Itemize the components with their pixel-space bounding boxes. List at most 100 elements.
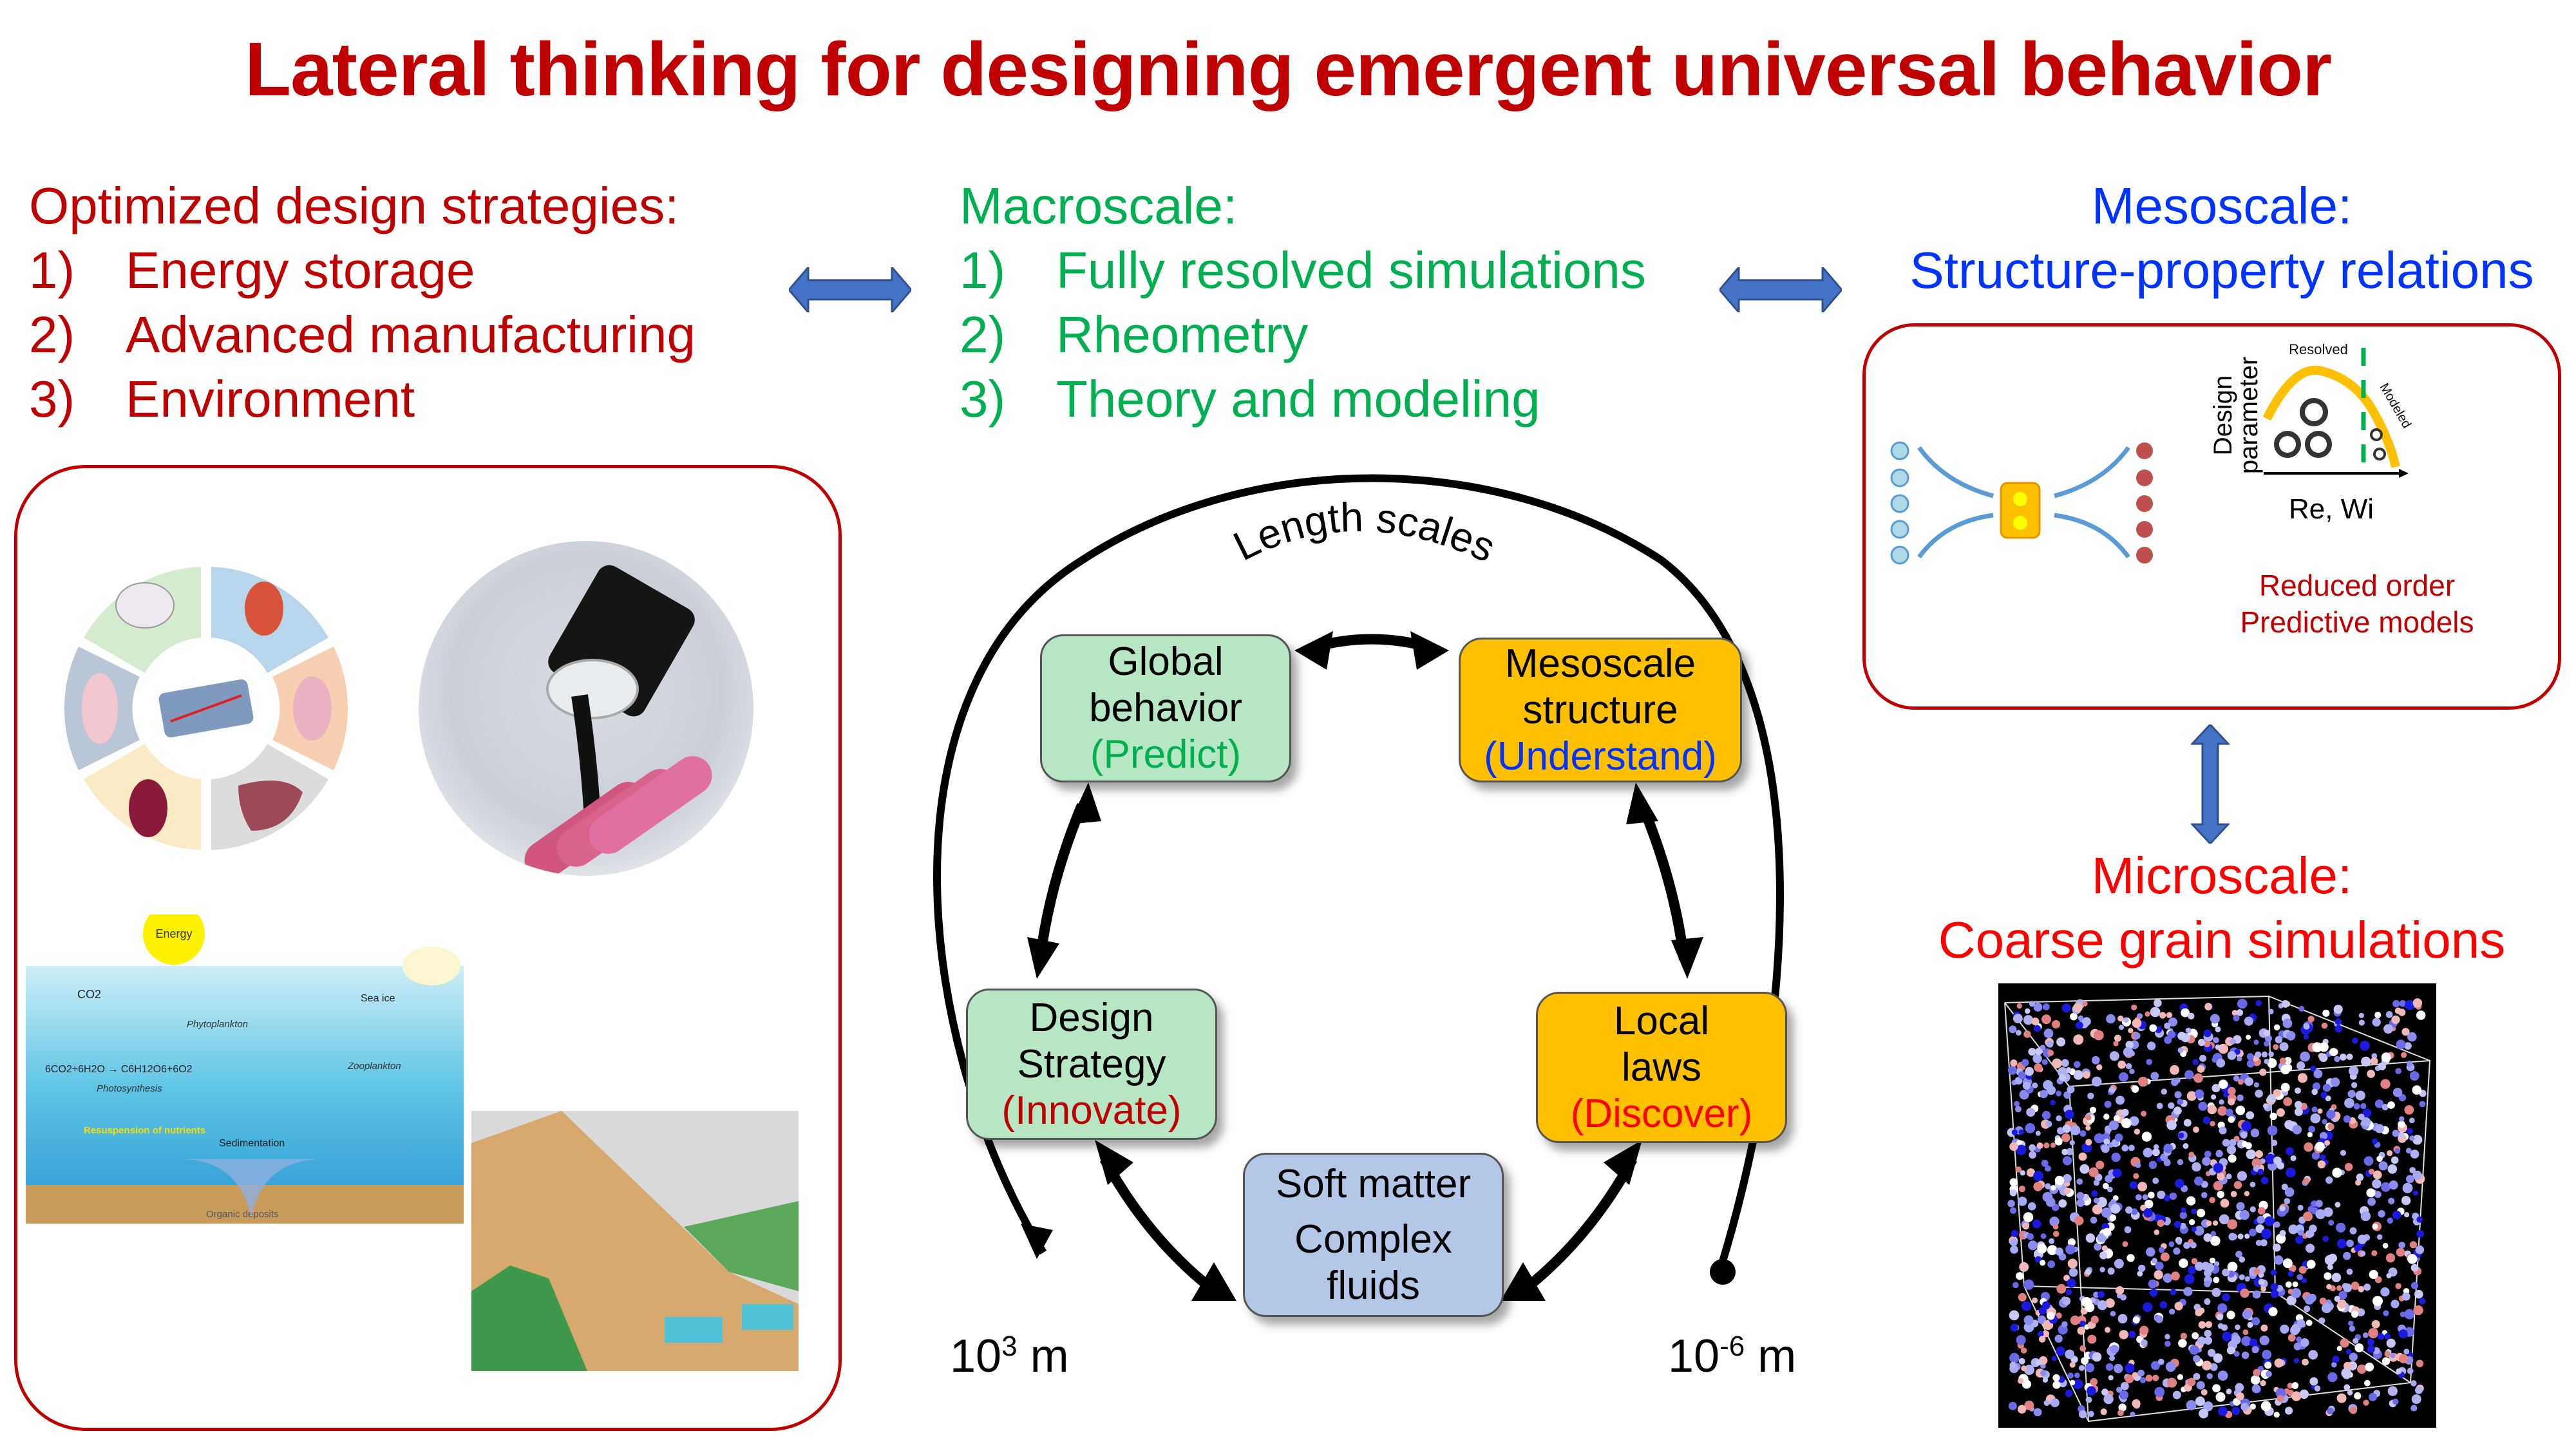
particle [2009, 1352, 2020, 1363]
particle [2370, 1057, 2378, 1066]
particle [2244, 1191, 2249, 1197]
particle [2344, 1384, 2351, 1391]
particle [2308, 1126, 2316, 1133]
particle [2076, 1178, 2083, 1185]
particle [2412, 1085, 2422, 1095]
particle [2392, 1398, 2399, 1405]
particle [2401, 1196, 2411, 1206]
particle [2204, 1150, 2211, 1158]
particle [2050, 1099, 2056, 1106]
particle [2235, 1251, 2242, 1258]
particle [2137, 1182, 2147, 1191]
particle [2183, 1143, 2189, 1149]
particle [2388, 1197, 2395, 1205]
particle [2201, 1191, 2208, 1198]
particle [2282, 1258, 2293, 1269]
particle [2009, 1189, 2017, 1197]
particle [2132, 1018, 2142, 1028]
particle [2164, 1334, 2170, 1340]
particle [2041, 1059, 2048, 1065]
sun-icon [143, 914, 205, 965]
particle [2309, 1224, 2317, 1233]
particle [2009, 1310, 2020, 1321]
particle [2363, 1399, 2369, 1406]
particle [2141, 1132, 2152, 1142]
caption-line1: Reduced order [2259, 569, 2455, 602]
particle [2238, 1079, 2244, 1085]
plot-ylabel: Design [2209, 375, 2237, 456]
particle [2045, 1165, 2051, 1172]
particle [2372, 1224, 2378, 1229]
sedimentation-label: Sedimentation [219, 1138, 285, 1149]
particle [2336, 1345, 2342, 1352]
particle [2085, 1114, 2092, 1121]
particle [2320, 1154, 2326, 1160]
particle [2199, 1408, 2209, 1419]
particle [2096, 1064, 2103, 1070]
particle [2016, 1003, 2022, 1009]
node-local-laws: Local laws (Discover) [1536, 992, 1787, 1143]
mesoscale-illustration: Resolved Modeled Design parameter Re, Wi… [1890, 341, 2474, 639]
particle [2318, 1317, 2325, 1324]
list-item: 2)Rheometry [960, 306, 1309, 363]
particle [2384, 1350, 2391, 1358]
particle [2401, 1028, 2410, 1036]
particle [2410, 1380, 2417, 1387]
particle [2050, 1398, 2060, 1408]
particle [2010, 1323, 2018, 1332]
particle [2392, 1211, 2401, 1220]
particle [2257, 1215, 2265, 1224]
particle [2204, 1298, 2211, 1305]
particle [2326, 1283, 2332, 1290]
particle [2016, 1335, 2026, 1345]
particle [2371, 1320, 2380, 1329]
particle [2165, 1361, 2176, 1372]
landslide-image [471, 1111, 799, 1371]
double-arrow-icon [789, 267, 911, 312]
list-item: 3)Theory and modeling [960, 370, 1540, 428]
particle [2357, 1235, 2367, 1244]
particle [2249, 1228, 2257, 1236]
particle [2227, 1262, 2238, 1273]
particle [2031, 1018, 2040, 1026]
particle [2304, 1305, 2311, 1312]
particle [2233, 1180, 2242, 1189]
particle [2070, 1125, 2081, 1135]
particle [2352, 1037, 2358, 1044]
particle [2326, 1110, 2336, 1119]
particle [2315, 1209, 2325, 1220]
particle [2021, 1365, 2027, 1372]
particle [2047, 1311, 2055, 1320]
particle [2279, 1042, 2289, 1052]
particle [2310, 1113, 2321, 1124]
microscale-subheading: Coarse grain simulations [1938, 911, 2506, 969]
particle [2325, 1095, 2331, 1102]
particle [2343, 1251, 2351, 1260]
particle [2173, 1106, 2182, 1115]
particle [2273, 1255, 2284, 1265]
particle [2079, 1164, 2090, 1174]
particle [2416, 1359, 2424, 1368]
particle-box [2004, 995, 2431, 1423]
particle [2358, 1019, 2365, 1026]
trees-icon [471, 1265, 587, 1371]
particle [2137, 1369, 2145, 1377]
particle [2396, 1368, 2402, 1374]
particle [2047, 1050, 2054, 1056]
particle [2204, 1003, 2212, 1010]
particle [2275, 1388, 2286, 1399]
double-arrow-icon [1719, 267, 1842, 312]
particle [2231, 1010, 2238, 1016]
particle [2257, 1207, 2266, 1215]
particle [2280, 1083, 2290, 1092]
particle [2314, 1385, 2321, 1392]
innovate-label: (Innovate) [1001, 1088, 1182, 1133]
particle [2079, 1130, 2087, 1137]
particle [2257, 1168, 2264, 1175]
particle [2077, 1327, 2086, 1335]
particle [2268, 1307, 2278, 1316]
particle [2419, 1101, 2426, 1108]
organic-deposits-label: Organic deposits [206, 1209, 279, 1220]
particle [2128, 1331, 2136, 1338]
particle [2157, 1190, 2166, 1199]
